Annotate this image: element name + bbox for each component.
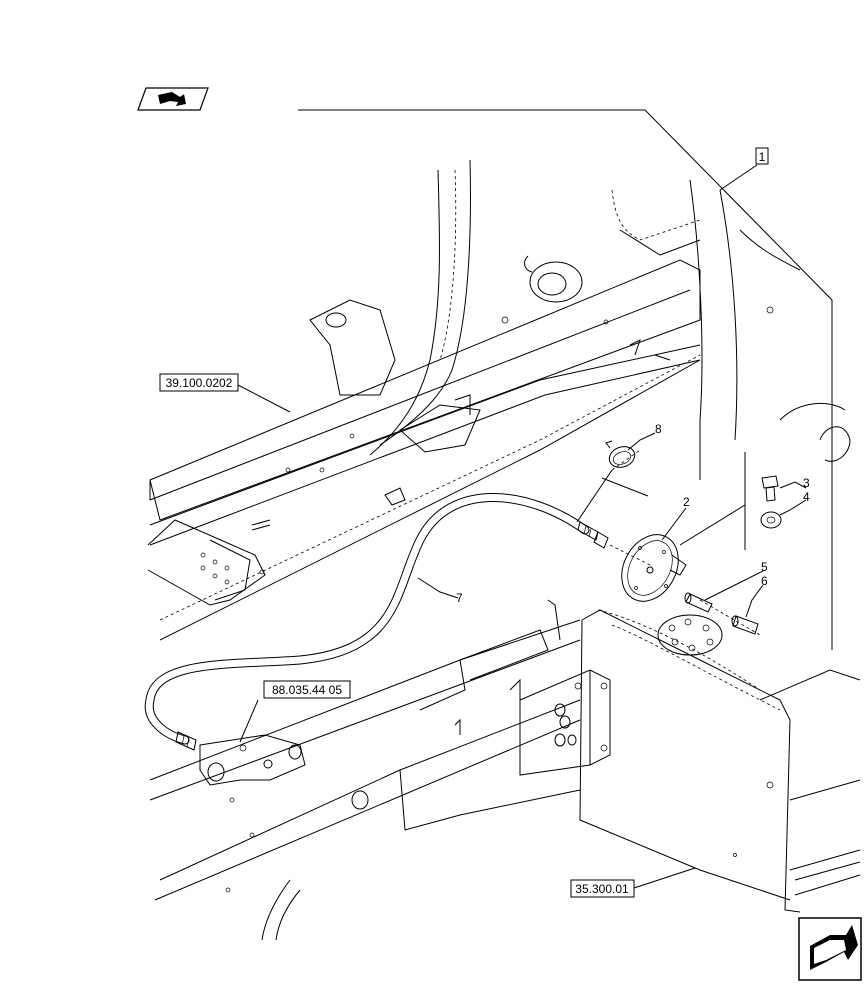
callout-6: 6 xyxy=(761,574,768,588)
lower-frame-beam xyxy=(149,599,581,941)
callout-4: 4 xyxy=(803,490,810,504)
part-8-clamp xyxy=(605,440,636,468)
svg-text:39.100.0202: 39.100.0202 xyxy=(166,376,233,390)
tank-body xyxy=(579,609,861,913)
previous-page-icon[interactable] xyxy=(137,87,209,111)
leader-lines xyxy=(237,164,807,889)
mounting-bracket xyxy=(519,669,611,776)
part-6-pin xyxy=(731,615,759,635)
svg-text:1: 1 xyxy=(759,150,766,164)
reference-frame[interactable]: 39.100.0202 xyxy=(159,373,239,392)
reference-tank[interactable]: 35.300.01 xyxy=(570,879,635,898)
cab-structure xyxy=(369,159,851,480)
part-5-stud xyxy=(684,592,713,613)
upper-frame-rail xyxy=(149,255,774,641)
part-2-plate xyxy=(621,534,687,602)
svg-text:35.300.01: 35.300.01 xyxy=(575,882,629,896)
callout-1: 1 xyxy=(755,147,769,165)
fitting-block xyxy=(199,734,306,786)
part-4-nut xyxy=(760,511,782,529)
part-3-bolt xyxy=(761,475,779,502)
next-page-icon[interactable] xyxy=(798,917,862,981)
assembly-outline xyxy=(298,109,833,650)
callout-7: 7 xyxy=(456,591,463,605)
hydraulic-hose xyxy=(144,493,651,751)
callout-3: 3 xyxy=(803,476,810,490)
callout-5: 5 xyxy=(761,560,768,574)
step-plate xyxy=(147,519,266,606)
svg-text:88.035.44 05: 88.035.44 05 xyxy=(272,683,342,697)
callout-2: 2 xyxy=(683,495,690,509)
reference-fitting[interactable]: 88.035.44 05 xyxy=(263,680,351,699)
callout-8: 8 xyxy=(655,422,662,436)
